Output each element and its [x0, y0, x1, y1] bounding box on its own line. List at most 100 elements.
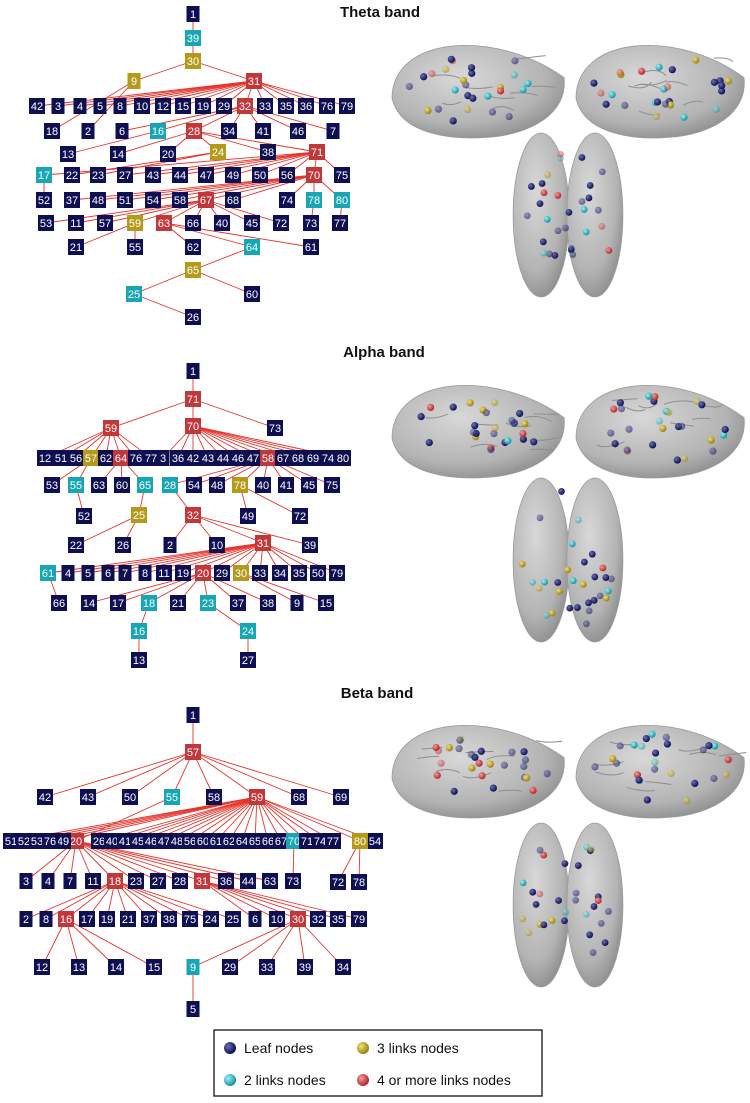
tree-node: 46	[290, 123, 306, 139]
node-label: 56	[184, 836, 196, 848]
node-label: 6	[105, 568, 111, 580]
tree-node: 6	[115, 123, 129, 139]
brain-node-marker	[524, 79, 532, 88]
node-box	[55, 833, 71, 849]
tree-node: 62	[98, 450, 114, 466]
brain-node-marker	[468, 69, 476, 77]
brain-sulcus	[509, 92, 538, 97]
tree-node: 70	[306, 167, 322, 183]
brain-node-marker	[667, 769, 675, 777]
brain-node-marker	[718, 81, 726, 90]
tree-node: 39	[185, 30, 201, 46]
tree-node: 49	[225, 167, 241, 183]
node-box	[85, 873, 101, 889]
brain-node-marker	[519, 435, 528, 443]
tree-node: 70	[185, 418, 201, 434]
tree-node: 67	[198, 192, 214, 208]
tree-node: 16	[131, 623, 147, 639]
node-label: 35	[280, 101, 292, 113]
brain-node-marker	[597, 919, 605, 927]
node-label: 57	[99, 218, 111, 230]
tree-node: 34	[221, 123, 237, 139]
brain-node-marker	[567, 244, 575, 252]
tree-node: 41	[278, 477, 294, 493]
tree-node: 12	[34, 959, 50, 975]
node-box	[91, 833, 107, 849]
brain-node-marker	[490, 430, 498, 438]
node-label: 24	[212, 147, 224, 159]
brain-node-marker	[488, 108, 497, 116]
node-label: 11	[87, 876, 98, 888]
tree-node: 42	[185, 450, 201, 466]
brain-node-marker	[557, 150, 564, 158]
node-box	[200, 595, 216, 611]
brain-node-marker	[691, 779, 699, 787]
node-label: 15	[320, 598, 332, 610]
node-label: 33	[259, 101, 271, 113]
node-box	[185, 30, 201, 46]
brain-sulcus	[442, 101, 462, 106]
node-box	[209, 477, 225, 493]
node-box	[286, 833, 302, 849]
tree-node: 80	[335, 450, 351, 466]
node-box	[161, 911, 177, 927]
tree-node: 11	[156, 565, 172, 581]
tree-node: 64	[234, 833, 250, 849]
node-box	[240, 652, 256, 668]
node-box	[306, 167, 322, 183]
tree-node: 26	[91, 833, 107, 849]
node-box	[303, 215, 319, 231]
brain-node-marker	[616, 68, 624, 77]
tree-edge	[193, 130, 318, 153]
node-label: 13	[73, 962, 85, 974]
node-label: 17	[81, 914, 93, 926]
brain-sulcus	[628, 81, 652, 89]
node-box	[216, 98, 232, 114]
tree-node: 79	[329, 565, 345, 581]
brain-node-marker	[587, 845, 595, 853]
brain-node-marker	[616, 742, 624, 750]
tree-edge	[240, 572, 298, 604]
tree-node: 76	[319, 98, 335, 114]
brain-sulcus	[421, 746, 443, 750]
tree-node: 35	[330, 911, 346, 927]
brain-sulcus	[611, 398, 638, 401]
tree-node: 37	[141, 911, 157, 927]
node-label: 27	[152, 876, 164, 888]
brain-node-marker	[520, 748, 528, 756]
node-box	[185, 391, 201, 407]
node-label: 46	[145, 836, 157, 848]
tree-node: 58	[260, 450, 276, 466]
tree-node: 25	[126, 286, 142, 302]
tree-edge	[244, 105, 299, 132]
brain-node-marker	[463, 105, 472, 114]
tree-node: 37	[230, 595, 246, 611]
node-label: 29	[224, 962, 236, 974]
node-box	[367, 833, 383, 849]
brain-node-marker	[540, 851, 548, 859]
brain-node-marker	[562, 224, 569, 232]
tree-node: 75	[334, 167, 350, 183]
brain-node-marker	[635, 776, 643, 784]
node-label: 76	[321, 101, 333, 113]
tree-node: 9	[290, 595, 304, 611]
tree-edge	[192, 751, 342, 798]
tree-node: 58	[172, 192, 188, 208]
brain-node-marker	[610, 405, 618, 413]
tree-edge	[253, 80, 328, 107]
top-brain-view	[512, 822, 624, 988]
brain-node-marker	[478, 772, 486, 780]
node-box	[169, 833, 185, 849]
tree-node: 71	[309, 144, 325, 160]
tree-node: 15	[318, 595, 334, 611]
tree-node: 6	[101, 565, 115, 581]
brain-node-marker	[683, 797, 691, 805]
brain-surface	[575, 724, 745, 819]
tree-node: 50	[310, 565, 326, 581]
brain-node-marker	[424, 106, 432, 115]
tree-node: 65	[247, 833, 263, 849]
brain-node-marker	[543, 215, 551, 223]
brain-node-marker	[543, 770, 551, 778]
tree-node: 74	[279, 192, 295, 208]
node-label: 70	[308, 170, 320, 182]
